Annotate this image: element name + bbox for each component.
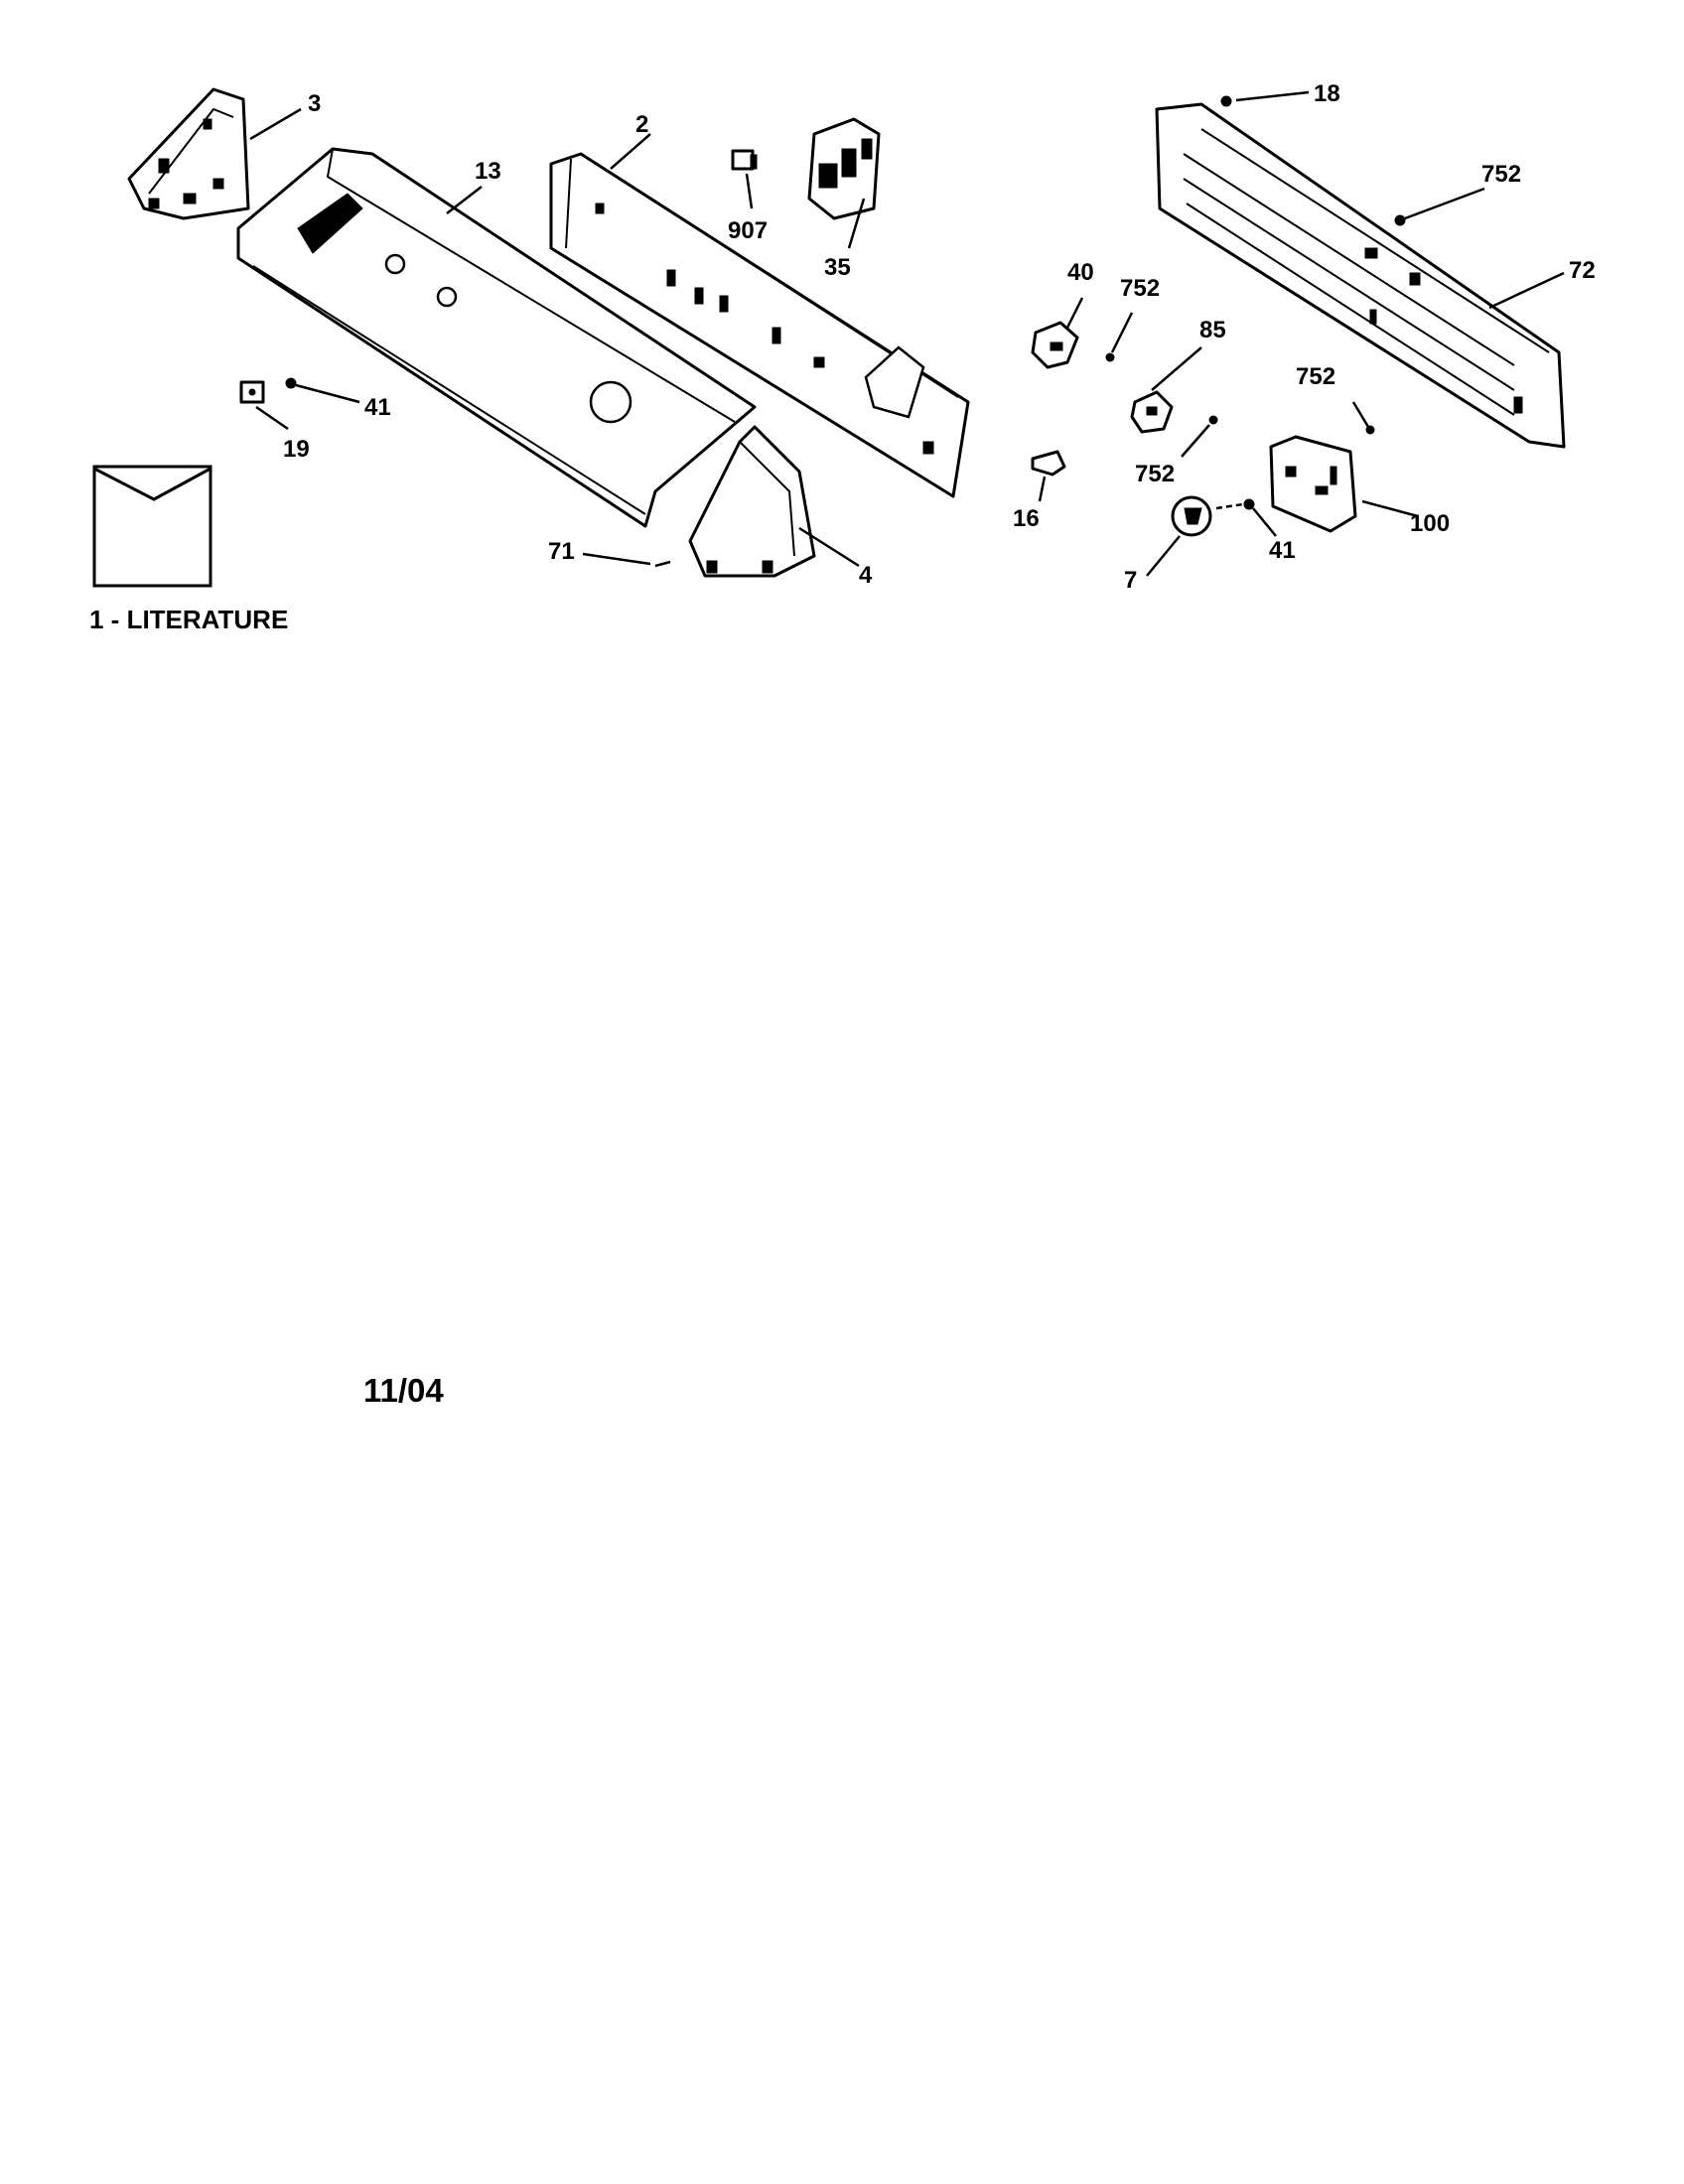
callout-40: 40 bbox=[1067, 259, 1094, 286]
part-13-control-console bbox=[236, 147, 757, 528]
callout-16: 16 bbox=[1013, 505, 1040, 532]
part-100-timer bbox=[1269, 435, 1357, 533]
callout-13: 13 bbox=[475, 158, 501, 185]
callout-71: 71 bbox=[548, 538, 575, 565]
part-752-screw-c bbox=[1208, 415, 1218, 425]
part-752-screw-b bbox=[1105, 352, 1115, 362]
callout-752-c: 752 bbox=[1135, 461, 1175, 487]
callout-3: 3 bbox=[308, 90, 321, 117]
literature-label: 1 - LITERATURE bbox=[89, 605, 288, 634]
part-85-switch bbox=[1130, 390, 1174, 434]
callout-72: 72 bbox=[1569, 257, 1596, 284]
part-2-console-bracket bbox=[549, 152, 970, 498]
callout-100: 100 bbox=[1410, 510, 1450, 537]
part-752-screw-a bbox=[1394, 214, 1406, 226]
callout-7: 7 bbox=[1124, 567, 1137, 594]
callout-18: 18 bbox=[1314, 80, 1340, 107]
callout-19: 19 bbox=[283, 436, 310, 463]
part-40-switch bbox=[1031, 321, 1079, 369]
part-41-spring-b bbox=[1243, 498, 1255, 510]
part-752-screw-d bbox=[1365, 425, 1375, 435]
callout-752-a: 752 bbox=[1481, 161, 1521, 188]
leader-lines bbox=[249, 90, 1565, 577]
callout-4: 4 bbox=[859, 562, 873, 589]
callout-41-a: 41 bbox=[364, 394, 391, 421]
date-code: 11/04 bbox=[363, 1372, 444, 1409]
callout-41-b: 41 bbox=[1269, 537, 1296, 564]
part-71-screw bbox=[654, 560, 671, 568]
literature-envelope-icon bbox=[92, 465, 212, 588]
part-3-left-end-cap bbox=[127, 87, 250, 220]
part-35-switch bbox=[807, 117, 881, 220]
part-16-clip bbox=[1031, 450, 1066, 477]
callout-85: 85 bbox=[1199, 317, 1226, 343]
part-907-relay bbox=[731, 149, 758, 171]
callout-907: 907 bbox=[728, 217, 768, 244]
part-41-spring-a bbox=[285, 377, 297, 389]
callout-35: 35 bbox=[824, 254, 851, 281]
exploded-parts-diagram: 3 2 13 907 35 18 752 72 40 752 85 752 75… bbox=[89, 80, 1596, 634]
part-72-back-panel bbox=[1155, 102, 1566, 449]
part-19-knob-insert bbox=[239, 380, 265, 404]
part-18-screw bbox=[1220, 95, 1232, 107]
callout-752-b: 752 bbox=[1120, 275, 1160, 302]
callout-752-d: 752 bbox=[1296, 363, 1335, 390]
callout-2: 2 bbox=[635, 111, 648, 138]
part-7-knob bbox=[1171, 495, 1212, 537]
part-4-right-end-cap bbox=[688, 425, 816, 578]
